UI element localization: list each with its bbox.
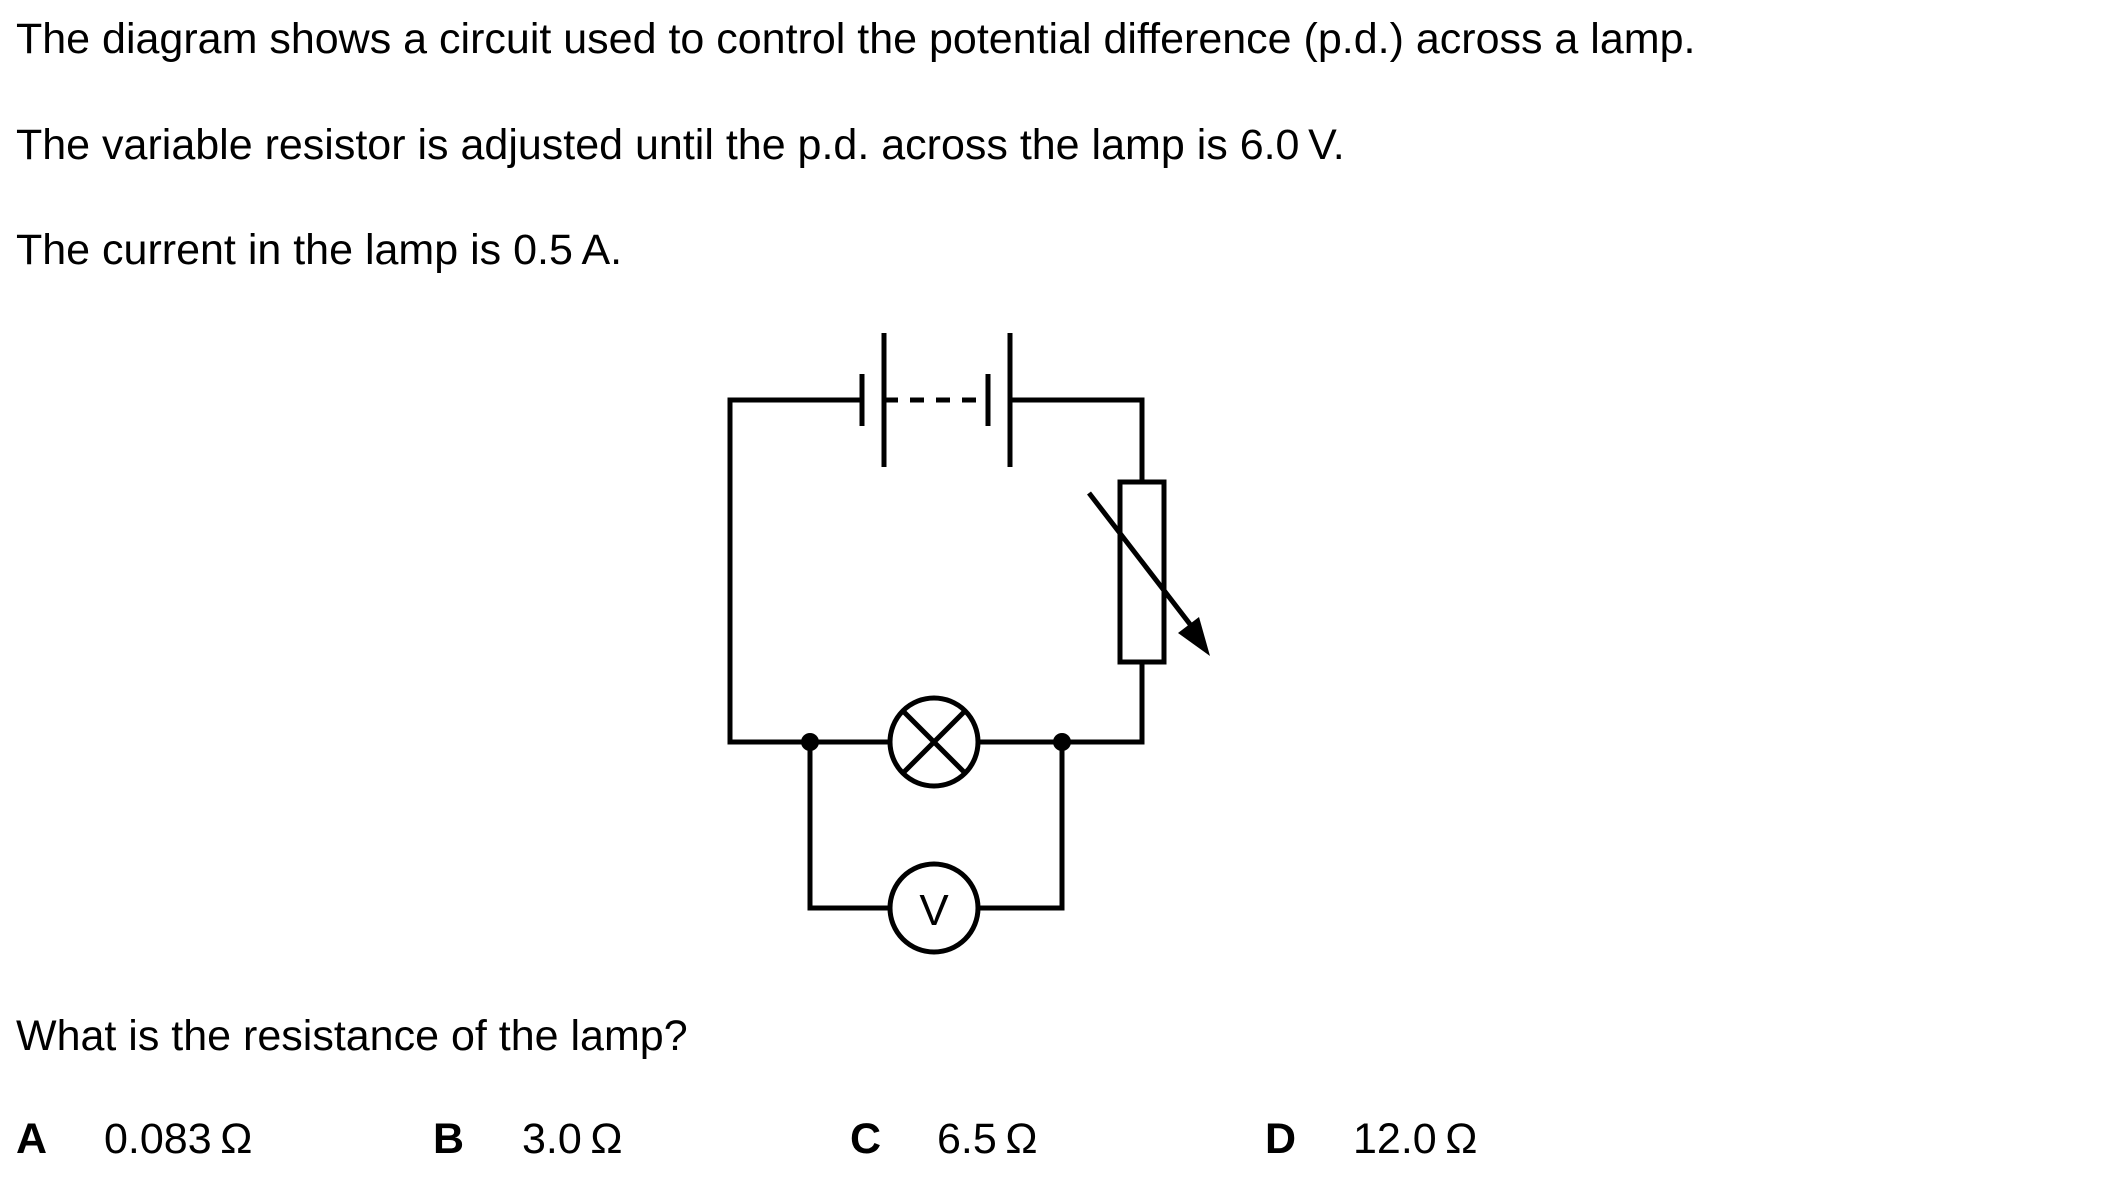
variable-resistor-icon (1087, 479, 1210, 665)
lamp-icon (887, 695, 981, 789)
voltmeter-icon: V (887, 861, 981, 955)
wire-voltmeter-branch (807, 742, 1065, 911)
option-c-value: 6.5 Ω (937, 1115, 1038, 1163)
intro-line-3: The current in the lamp is 0.5 A. (16, 226, 623, 274)
option-d-value: 12.0 Ω (1353, 1115, 1478, 1163)
option-d[interactable]: D 12.0 Ω (1265, 1114, 1477, 1164)
question-prompt: What is the resistance of the lamp? (16, 1012, 688, 1060)
wire-top-left (727, 397, 880, 745)
intro-line-2: The variable resistor is adjusted until … (16, 121, 1345, 169)
battery-icon (859, 333, 1013, 467)
resistor-arrowhead (1178, 617, 1210, 656)
wire-right-lower (1062, 662, 1145, 745)
option-b[interactable]: B 3.0 Ω (433, 1114, 623, 1164)
option-d-letter: D (1265, 1115, 1297, 1163)
option-a-letter: A (16, 1115, 48, 1163)
option-b-letter: B (433, 1115, 465, 1163)
wire-top-right (1010, 397, 1145, 482)
option-c[interactable]: C 6.5 Ω (850, 1114, 1038, 1164)
option-a[interactable]: A 0.083 Ω (16, 1114, 252, 1164)
voltmeter-label: V (919, 886, 949, 935)
option-c-letter: C (850, 1115, 882, 1163)
resistor-body (1117, 479, 1167, 665)
junction-left (801, 733, 819, 751)
intro-line-1: The diagram shows a circuit used to cont… (16, 15, 1696, 63)
option-b-value: 3.0 Ω (522, 1115, 623, 1163)
option-a-value: 0.083 Ω (104, 1115, 253, 1163)
resistor-arrow-shaft (1087, 491, 1198, 634)
junction-right (1053, 733, 1071, 751)
